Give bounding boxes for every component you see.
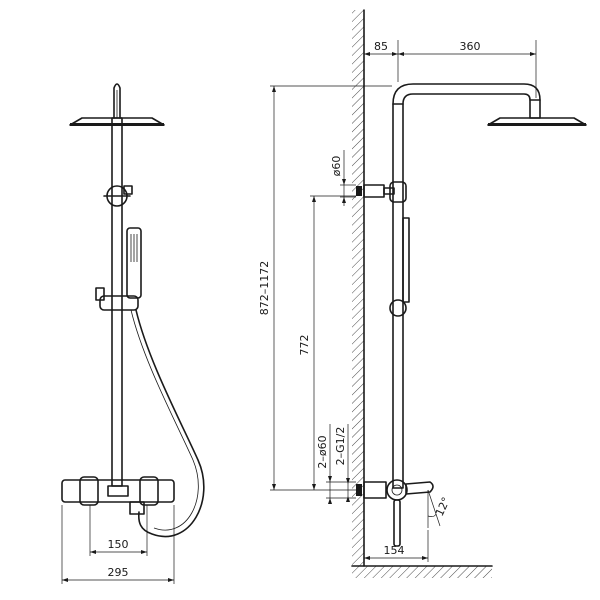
side-upper-bracket-plug [356,186,362,196]
front-mixer-body [61,479,175,503]
side-hand-shower [402,217,410,303]
dim-772-arrow-top [312,196,316,202]
dim-85-label: 85 [374,40,388,53]
dim-85-arrow-right [392,52,398,56]
side-inlet-plug [356,484,362,496]
dim-154-label: 154 [384,544,405,557]
side-lower-tube [393,499,401,547]
dim-dia60-label: ø60 [330,156,343,177]
dim-height-arrow-top [272,86,276,92]
dim-inlet-thread-arrow-bottom [346,496,350,502]
front-bracket-knob [123,185,133,195]
dim-772-arrow-bottom [312,484,316,490]
side-upper-bracket [363,184,385,198]
dim-height-arrow-bottom [272,484,276,490]
dim-360-arrow-left [398,52,404,56]
side-spout [405,481,434,495]
side-arm-inner [402,93,531,105]
front-mixer-left-handle [79,476,99,506]
side-mixer-handle [386,479,408,501]
dim-85-arrow-left [364,52,370,56]
dim-dia60-arrow-bottom [342,197,346,203]
front-slider-knob [95,287,105,301]
dim-inlet-thread-arrow-top [346,478,350,484]
side-mixer-handle-inner [391,484,403,496]
dim-154-arrow-right [422,556,428,560]
front-slider-holder [99,295,139,311]
angle-arc [427,513,437,518]
side-riser-pipe [392,103,404,489]
side-arm-outer [392,83,541,105]
dim-inlet-flange-arrow-bottom [328,498,332,504]
dim-772-label: 772 [298,335,311,356]
side-upper-bracket-arm [383,187,395,195]
dim-inlet-flange-label: 2–ø60 [316,435,329,468]
side-shower-head-face [488,123,586,126]
dim-295-label: 295 [108,566,129,579]
dim-154-arrow-left [364,556,370,560]
dim-360-arrow-right [530,52,536,56]
front-view: 150 295 [61,83,205,584]
front-mixer-centre [107,485,129,497]
front-hand-shower [126,227,142,299]
front-riser-top [113,83,121,119]
dim-height-label: 872–1172 [258,261,271,316]
dim-inlet-flange-arrow-top [328,476,332,482]
side-arm-connector [529,99,541,119]
dim-dia60-arrow-top [342,179,346,185]
dim-295-arrow-left [62,578,68,582]
front-hose-outer [135,309,205,538]
side-mixer-flange [363,481,387,499]
dim-150-arrow-right [141,550,147,554]
front-hose-outlet [129,501,145,515]
floor-hatch [352,566,492,578]
dim-150-arrow-left [90,550,96,554]
side-upper-bracket-clamp [389,181,407,203]
front-shower-head-face [70,123,164,126]
angle-label: 12° [433,495,453,518]
angle-spout-line [427,489,441,527]
dim-inlet-thread-label: 2–G1/2 [334,427,347,466]
wall-hatch [352,10,364,566]
dim-150-label: 150 [108,538,129,551]
side-slider [389,299,407,317]
dim-360-label: 360 [460,40,481,53]
side-view: 12° 154 85 360 872–1172 772 [258,9,587,578]
front-mixer-right-handle [139,476,159,506]
front-hose-inner [130,309,199,531]
dim-295-arrow-right [168,578,174,582]
front-riser-pipe [111,117,123,487]
